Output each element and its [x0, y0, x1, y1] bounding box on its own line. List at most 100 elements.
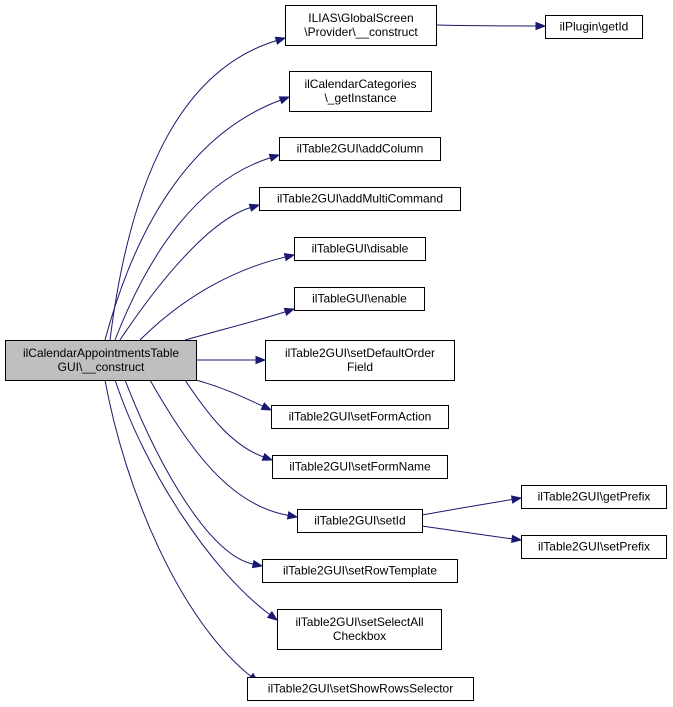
edge-arrowhead — [278, 96, 291, 105]
edge-n_setid-to-n_getprefix — [421, 495, 523, 516]
node-box — [271, 405, 449, 429]
call-graph-edges — [104, 21, 547, 683]
edge-line — [114, 157, 271, 341]
node-box — [272, 455, 448, 479]
node-box — [297, 509, 423, 533]
node-label: ilCalendarAppointmentsTable — [23, 346, 179, 360]
node-box — [294, 237, 426, 261]
node-n-provider[interactable]: ILIAS\GlobalScreen\Provider\__construct — [285, 5, 437, 46]
edge-line — [149, 379, 289, 516]
edge-n_setid-to-n_setprefix — [421, 525, 523, 543]
node-box — [262, 559, 458, 583]
edge-root-to-n_calcat — [104, 96, 291, 341]
node-box — [285, 5, 437, 46]
edge-arrowhead — [261, 452, 274, 461]
node-n-setid[interactable]: ilTable2GUI\setId — [297, 509, 423, 533]
node-box — [289, 71, 432, 112]
node-label: GUI\__construct — [58, 360, 145, 374]
edge-line — [104, 99, 281, 341]
edge-line — [184, 311, 286, 341]
node-label: Checkbox — [333, 629, 386, 643]
edge-arrowhead — [510, 495, 523, 504]
node-n-setrowtemplate[interactable]: ilTable2GUI\setRowTemplate — [262, 559, 458, 583]
node-label: ilTable2GUI\addColumn — [297, 142, 424, 156]
node-n-setprefix[interactable]: ilTable2GUI\setPrefix — [521, 535, 667, 559]
edge-arrowhead — [255, 355, 267, 365]
node-box — [277, 609, 442, 650]
edge-root-to-n_setselectall — [114, 379, 279, 621]
node-n-getprefix[interactable]: ilTable2GUI\getPrefix — [521, 485, 667, 509]
edge-arrowhead — [283, 307, 296, 316]
node-box — [279, 137, 441, 161]
node-label: ilTable2GUI\setFormAction — [289, 410, 432, 424]
node-label: \Provider\__construct — [304, 25, 418, 39]
edge-arrowhead — [274, 36, 287, 45]
edge-line — [114, 379, 271, 616]
node-n-addcolumn[interactable]: ilTable2GUI\addColumn — [279, 137, 441, 161]
node-label: Field — [347, 360, 373, 374]
node-label: ilTableGUI\enable — [312, 292, 407, 306]
edge-root-to-n_setformaction — [195, 379, 273, 411]
node-label: ilPlugin\getId — [560, 20, 629, 34]
node-label: ilCalendarCategories — [304, 77, 416, 91]
node-box — [521, 485, 667, 509]
edge-line — [421, 498, 513, 516]
node-n-setshowrows[interactable]: ilTable2GUI\setShowRowsSelector — [247, 677, 474, 701]
edge-root-to-n_addcolumn — [114, 153, 281, 341]
node-label: ilTableGUI\disable — [312, 242, 409, 256]
node-n-enable[interactable]: ilTableGUI\enable — [294, 287, 425, 311]
edge-n_provider-to-n_plugin_getid — [435, 21, 547, 31]
call-graph-nodes: ilCalendarAppointmentsTableGUI\__constru… — [5, 5, 667, 701]
edge-line — [421, 525, 513, 540]
edge-root-to-n_enable — [184, 307, 296, 341]
node-box — [294, 287, 425, 311]
edge-root-to-n_addmulti — [119, 203, 261, 341]
node-label: ilTable2GUI\addMultiCommand — [277, 192, 443, 206]
node-box — [521, 535, 667, 559]
node-label: ILIAS\GlobalScreen — [308, 11, 413, 25]
node-box — [247, 677, 474, 701]
edge-line — [119, 207, 251, 341]
node-label: \_getInstance — [324, 91, 396, 105]
node-label: ilTable2GUI\getPrefix — [538, 490, 651, 504]
edge-root-to-n_setdefaultorder — [196, 355, 267, 365]
edge-root-to-n_setformname — [184, 379, 274, 461]
node-n-plugin-getid[interactable]: ilPlugin\getId — [545, 15, 643, 39]
node-box — [259, 187, 461, 211]
edge-arrowhead — [260, 402, 273, 411]
edge-arrowhead — [283, 253, 296, 262]
node-label: ilTable2GUI\setRowTemplate — [283, 564, 437, 578]
node-n-setformname[interactable]: ilTable2GUI\setFormName — [272, 455, 448, 479]
node-label: ilTable2GUI\setPrefix — [538, 540, 650, 554]
node-box — [265, 340, 455, 381]
edge-line — [124, 379, 254, 565]
edge-arrowhead — [251, 559, 264, 569]
node-n-calcat[interactable]: ilCalendarCategories\_getInstance — [289, 71, 432, 112]
edge-arrowhead — [286, 511, 299, 520]
edge-line — [104, 379, 252, 677]
edge-arrowhead — [266, 610, 279, 621]
node-box — [545, 15, 643, 39]
edge-arrowhead — [511, 534, 523, 543]
edge-arrowhead — [248, 203, 261, 212]
edge-line — [139, 256, 286, 341]
edge-line — [195, 379, 264, 407]
edge-root-to-n_setshowrows — [104, 379, 260, 683]
node-label: ilTable2GUI\setShowRowsSelector — [268, 682, 453, 696]
edge-root-to-n_setid — [149, 379, 299, 520]
edge-line — [435, 24, 537, 27]
node-n-addmulti[interactable]: ilTable2GUI\addMultiCommand — [259, 187, 461, 211]
node-label: ilTable2GUI\setSelectAll — [295, 615, 423, 629]
node-label: ilTable2GUI\setDefaultOrder — [285, 346, 435, 360]
node-box — [5, 340, 197, 381]
edge-root-to-n_provider — [109, 36, 287, 341]
node-root[interactable]: ilCalendarAppointmentsTableGUI\__constru… — [5, 340, 197, 381]
edge-line — [184, 379, 264, 458]
node-label: ilTable2GUI\setId — [314, 514, 405, 528]
node-n-disable[interactable]: ilTableGUI\disable — [294, 237, 426, 261]
edge-line — [109, 40, 277, 341]
node-n-setformaction[interactable]: ilTable2GUI\setFormAction — [271, 405, 449, 429]
